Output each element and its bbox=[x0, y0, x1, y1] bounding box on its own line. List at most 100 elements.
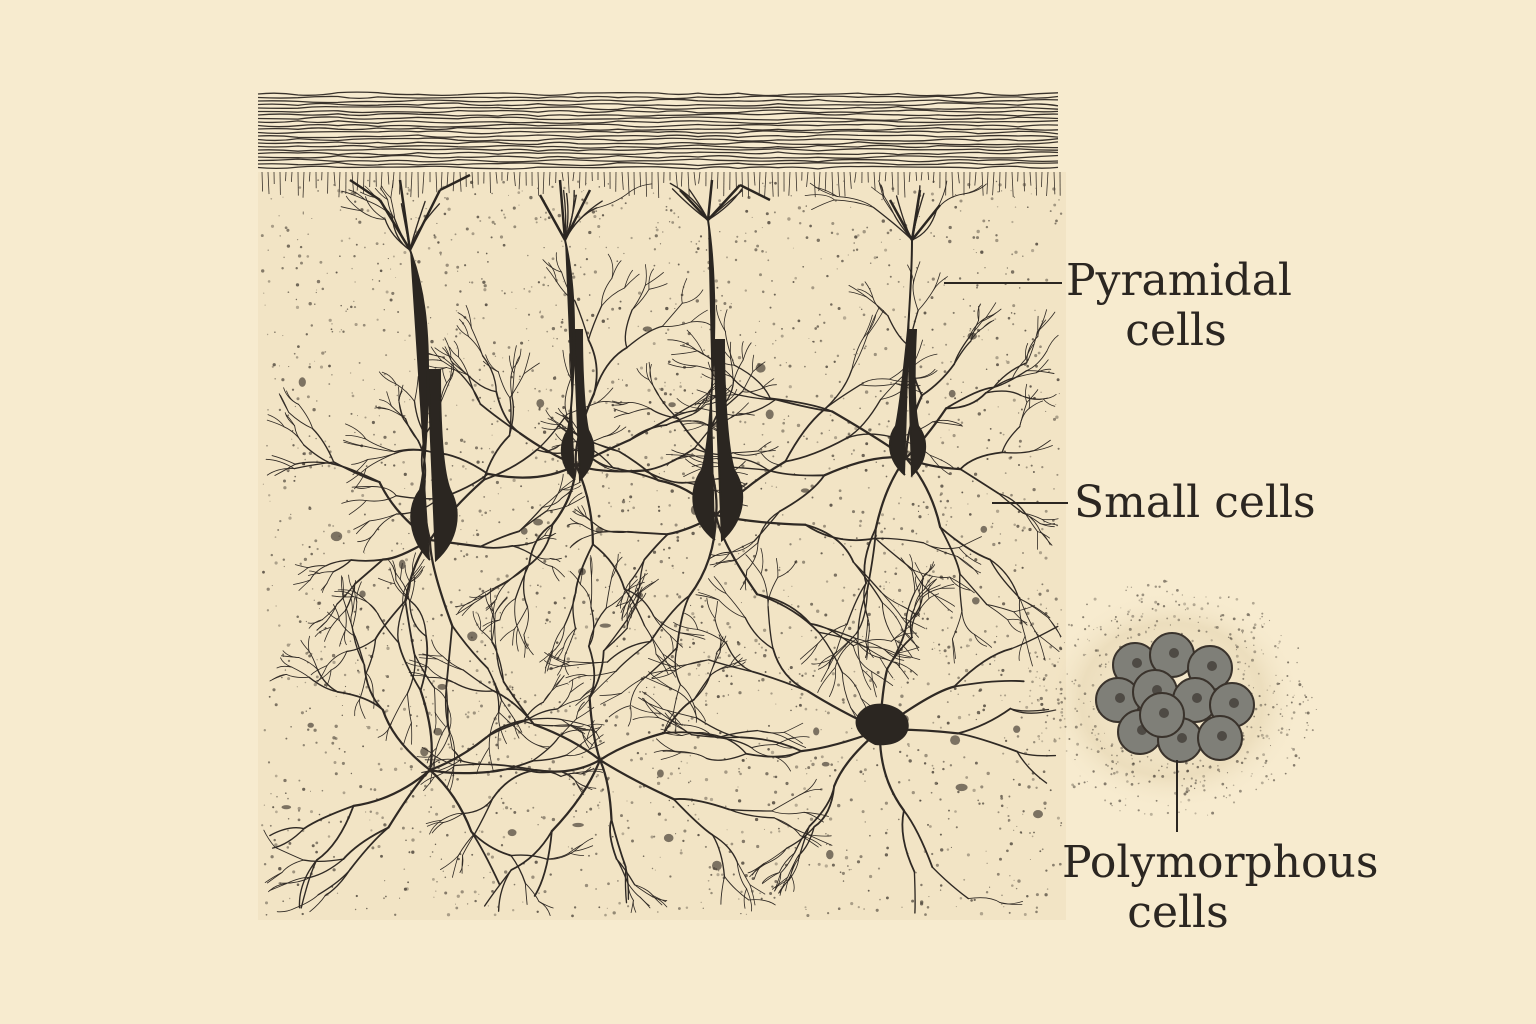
stipple-dot bbox=[833, 769, 837, 772]
halo-dot bbox=[1128, 627, 1132, 631]
stipple-dot bbox=[588, 294, 591, 296]
dendrite-branch bbox=[634, 884, 653, 896]
stipple-dot bbox=[577, 666, 579, 669]
stipple-dot bbox=[510, 807, 512, 810]
stipple-dot bbox=[534, 426, 537, 429]
stipple-dot bbox=[1006, 807, 1008, 809]
stipple-dot bbox=[766, 737, 768, 739]
dendrite-branch bbox=[294, 894, 319, 909]
stipple-dot bbox=[720, 309, 722, 312]
stipple-dot bbox=[547, 216, 551, 220]
stipple-dot bbox=[467, 865, 469, 867]
stipple-dot bbox=[656, 911, 659, 913]
stipple-dot bbox=[1001, 668, 1005, 672]
cell-nucleus bbox=[1132, 658, 1142, 668]
stipple-dot bbox=[622, 637, 626, 641]
stipple-dot bbox=[521, 190, 523, 192]
halo-dot bbox=[1094, 786, 1097, 789]
stipple-dot bbox=[1008, 911, 1011, 914]
dendrite-branch bbox=[867, 617, 870, 641]
dendrite-branch bbox=[508, 397, 512, 437]
dendrite-branch bbox=[923, 579, 937, 590]
halo-dot bbox=[1049, 645, 1053, 649]
stipple-dot bbox=[696, 247, 700, 250]
stipple-dot bbox=[833, 458, 835, 461]
stipple-dot bbox=[849, 798, 853, 802]
dendrite-branch bbox=[837, 196, 875, 208]
stipple-dot bbox=[1043, 801, 1047, 805]
stipple-dot bbox=[1008, 456, 1012, 460]
stipple-dot bbox=[331, 741, 335, 745]
halo-dot bbox=[1242, 677, 1245, 680]
glial-nucleus bbox=[437, 683, 447, 690]
dendrite-branch bbox=[434, 347, 452, 358]
stipple-dot bbox=[513, 737, 516, 740]
dendrite-branch bbox=[676, 594, 691, 649]
stipple-dot bbox=[946, 520, 948, 522]
halo-dot bbox=[1059, 692, 1062, 695]
stipple-dot bbox=[817, 862, 821, 866]
stipple-dot bbox=[474, 899, 477, 903]
dendrite-branch bbox=[951, 610, 963, 640]
stipple-dot bbox=[788, 680, 792, 684]
stipple-dot bbox=[479, 379, 481, 381]
radial-fiber bbox=[603, 171, 606, 187]
dendrite-branch bbox=[629, 676, 647, 707]
stipple-dot bbox=[668, 430, 672, 434]
stipple-dot bbox=[857, 353, 859, 355]
stipple-dot bbox=[501, 626, 504, 629]
dendrite-branch bbox=[1037, 531, 1050, 539]
stipple-dot bbox=[647, 615, 651, 618]
dendrite-branch bbox=[682, 422, 705, 426]
stipple-dot bbox=[946, 499, 950, 503]
dendrite-branch bbox=[356, 593, 379, 614]
stipple-dot bbox=[286, 846, 290, 849]
dendrite-branch bbox=[736, 393, 777, 401]
stipple-dot bbox=[366, 209, 370, 212]
stipple-dot bbox=[1013, 523, 1016, 527]
stipple-dot bbox=[567, 846, 569, 848]
stipple-dot bbox=[851, 453, 853, 455]
dendrite-branch bbox=[341, 499, 367, 504]
stipple-dot bbox=[645, 753, 647, 755]
halo-dot bbox=[1149, 759, 1153, 762]
stipple-dot bbox=[922, 501, 925, 504]
dendrite-branch bbox=[495, 390, 522, 435]
stipple-dot bbox=[670, 489, 674, 493]
stipple-dot bbox=[814, 327, 818, 330]
dendrite-branch bbox=[381, 708, 432, 772]
dendrite-branch bbox=[333, 604, 340, 621]
stipple-dot bbox=[950, 616, 953, 619]
stipple-dot bbox=[695, 668, 698, 670]
stipple-dot bbox=[339, 820, 343, 823]
stipple-dot bbox=[579, 266, 582, 268]
stipple-dot bbox=[897, 588, 902, 593]
dendrite-branch bbox=[929, 454, 955, 469]
stipple-dot bbox=[478, 509, 482, 513]
dendrite-branch bbox=[626, 592, 636, 621]
dendrite-branch bbox=[624, 866, 628, 904]
stipple-dot bbox=[518, 378, 520, 380]
halo-dot bbox=[1206, 602, 1210, 605]
dendrite-branch bbox=[429, 820, 442, 835]
dendrite-branch bbox=[767, 606, 774, 650]
stipple-dot bbox=[811, 496, 814, 499]
stipple-dot bbox=[489, 407, 492, 410]
dendrite-branch bbox=[365, 672, 374, 695]
dendrite-branch bbox=[316, 668, 339, 693]
stipple-dot bbox=[647, 388, 651, 392]
halo-dot bbox=[1239, 789, 1242, 793]
glial-nucleus bbox=[813, 727, 820, 736]
stipple-dot bbox=[402, 707, 407, 711]
stipple-dot bbox=[829, 394, 834, 398]
stipple-dot bbox=[542, 816, 546, 820]
halo-dot bbox=[1197, 629, 1201, 632]
dendrite-branch bbox=[962, 183, 987, 195]
stipple-dot bbox=[612, 611, 616, 614]
halo-dot bbox=[1280, 708, 1282, 710]
stipple-dot bbox=[297, 809, 301, 812]
dendrite-branch bbox=[867, 308, 880, 336]
dendrite-branch bbox=[690, 309, 708, 323]
stipple-dot bbox=[382, 328, 386, 332]
stipple-dot bbox=[1037, 734, 1041, 738]
